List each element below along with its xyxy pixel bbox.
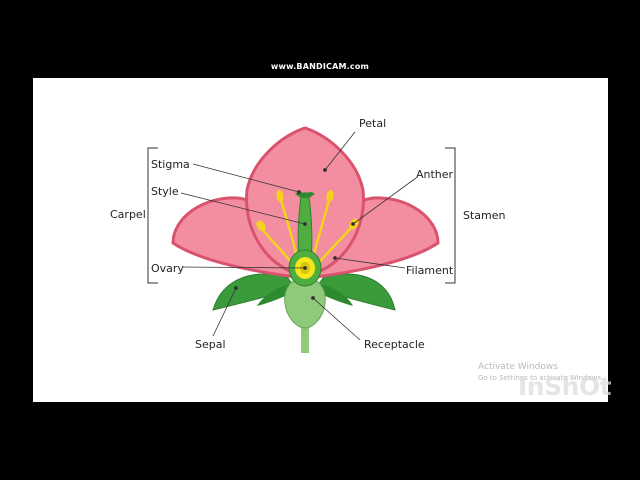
inshot-watermark: InShOt (518, 372, 612, 401)
label-stamen: Stamen (463, 209, 506, 222)
style (297, 195, 313, 257)
anther-left-inner (276, 190, 284, 202)
label-sepal: Sepal (195, 338, 226, 351)
label-petal: Petal (359, 117, 386, 130)
flower-diagram-panel: Petal Stigma Style Carpel Ovary Sepal An… (33, 78, 608, 402)
label-carpel: Carpel (110, 208, 146, 221)
label-anther: Anther (416, 168, 454, 181)
label-stigma: Stigma (151, 158, 190, 171)
label-receptacle: Receptacle (364, 338, 425, 351)
activate-windows-subtitle: Go to Settings to activate Windows. (478, 374, 604, 382)
label-filament: Filament (406, 264, 454, 277)
label-style: Style (151, 185, 179, 198)
carpel-bracket (147, 147, 158, 284)
bandicam-watermark: www.BANDICAM.com (270, 62, 370, 71)
leader-lines (180, 131, 417, 341)
activate-windows-title: Activate Windows (478, 362, 558, 372)
receptacle (284, 275, 326, 329)
anther-left-outer (256, 220, 266, 232)
stamen-bracket (445, 147, 456, 284)
label-ovary: Ovary (151, 262, 184, 275)
flower-diagram: Petal Stigma Style Carpel Ovary Sepal An… (110, 117, 506, 353)
anther-right-inner (326, 190, 334, 202)
